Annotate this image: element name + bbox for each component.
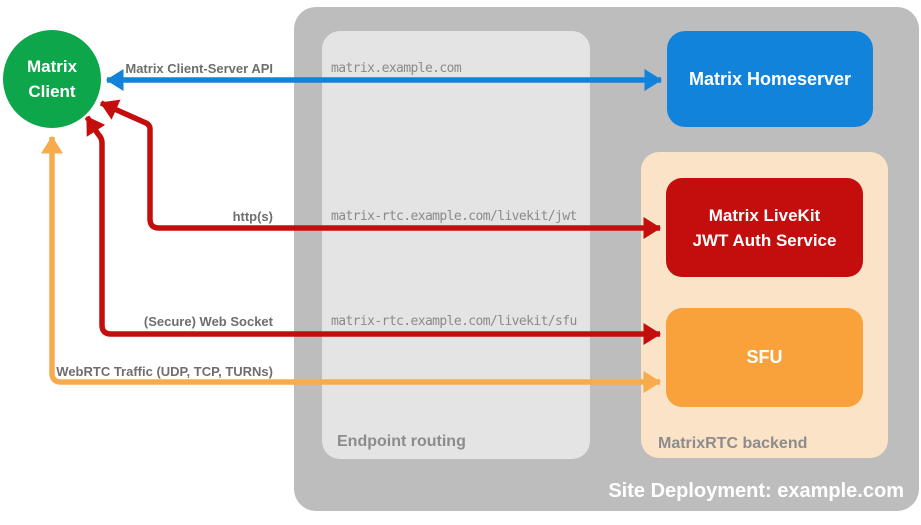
endpoint-routing-panel (322, 31, 590, 459)
endpoint-routing-label: Endpoint routing (337, 433, 466, 450)
connection-label-websocket: (Secure) Web Socket (143, 314, 273, 329)
matrix-client-label: Matrix Client (26, 57, 78, 101)
jwt-auth-service-label-line2: JWT Auth Service (692, 230, 837, 250)
matrix-homeserver-node: Matrix Homeserver (667, 31, 873, 127)
endpoint-livekit-sfu: matrix-rtc.example.com/livekit/sfu (331, 314, 577, 329)
jwt-auth-service-label-line1: Matrix LiveKit (708, 205, 821, 225)
matrixrtc-backend-label: MatrixRTC backend (658, 435, 808, 452)
sfu-node: SFU (666, 308, 863, 407)
matrix-client-node: Matrix Client (3, 30, 101, 128)
site-deployment-label: Site Deployment: example.com (608, 480, 904, 502)
matrix-homeserver-label: Matrix Homeserver (688, 68, 852, 89)
connection-label-webrtc-traffic: WebRTC Traffic (UDP, TCP, TURNs) (56, 364, 273, 379)
sfu-label: SFU (746, 347, 783, 367)
endpoint-livekit-jwt: matrix-rtc.example.com/livekit/jwt (331, 209, 577, 224)
endpoint-matrix-example-com: matrix.example.com (331, 61, 462, 76)
connection-label-client-server-api: Matrix Client-Server API (125, 61, 273, 76)
jwt-auth-service-node: Matrix LiveKit JWT Auth Service (666, 178, 863, 277)
connection-label-https: http(s) (232, 209, 273, 224)
